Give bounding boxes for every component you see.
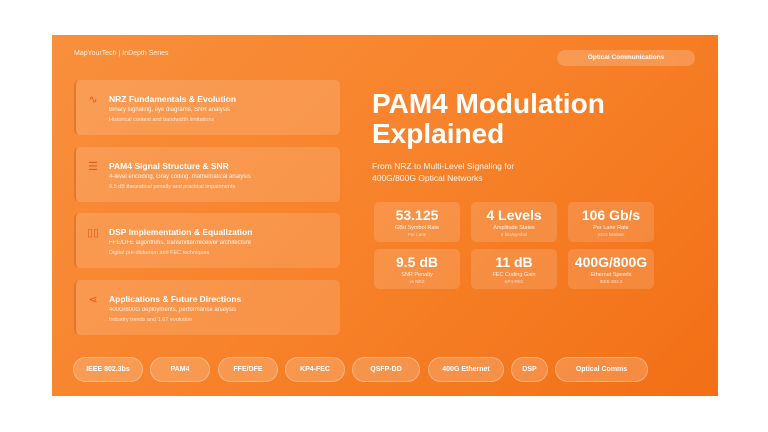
topic-card-dsp[interactable]: ▯▯ DSP Implementation & Equalization FFE… — [74, 213, 340, 268]
topic-card-applications[interactable]: ⋖ Applications & Future Directions 400G/… — [74, 280, 340, 335]
tag-ffe-dfe[interactable]: FFE/DFE — [218, 357, 278, 382]
tag-kp4-fec[interactable]: KP4-FEC — [285, 357, 345, 382]
stat-note: IEEE 802.3 — [599, 279, 623, 284]
chip-icon: ▯▯ — [86, 227, 100, 239]
stat-value: 400G/800G — [574, 254, 648, 270]
card-line2: Historical context and bandwidth limitat… — [109, 117, 215, 123]
subtitle-line-1: From NRZ to Multi-Level Signaling for — [372, 161, 515, 171]
tag-dsp[interactable]: DSP — [511, 357, 548, 382]
tag-qsfp-dd[interactable]: QSFP-DD — [352, 357, 420, 382]
card-line1: 400G/800G deployments, performance analy… — [109, 307, 237, 313]
card-line2: 9.5 dB theoretical penalty and practical… — [109, 184, 236, 190]
stat-label: SNR Penalty — [401, 272, 433, 278]
wave-icon: ∿ — [88, 94, 98, 106]
stat-note: vs NRZ — [409, 279, 425, 284]
stat-note: 53×2 bits/sec — [597, 232, 625, 237]
subtitle-line-2: 400G/800G Optical Networks — [372, 173, 483, 183]
stat-value: 11 dB — [495, 254, 533, 270]
card-line2: Digital pre-distortion and FEC technique… — [109, 250, 210, 256]
stat-label: FEC Coding Gain — [492, 272, 536, 278]
tag-ieee-802-3bs[interactable]: IEEE 802.3bs — [73, 357, 143, 382]
stat-note: KP4-FEC — [504, 279, 524, 284]
stat-note: Per Lane — [407, 232, 427, 237]
stat-note: 2 bits/symbol — [500, 232, 528, 237]
share-icon: ⋖ — [88, 294, 98, 306]
title-line-2: Explained — [372, 118, 505, 149]
tag-optical-comms[interactable]: Optical Comms — [555, 357, 648, 382]
card-title: PAM4 Signal Structure & SNR — [109, 161, 229, 171]
brand-label: MapYourTech | InDepth Series — [74, 50, 169, 57]
card-line1: FFE/DFE algorithms, transmitter/receiver… — [109, 240, 252, 246]
title-line-1: PAM4 Modulation — [372, 88, 605, 119]
subtitle: From NRZ to Multi-Level Signaling for 40… — [372, 160, 514, 184]
stat-value: 53.125 — [395, 207, 439, 223]
topic-card-nrz[interactable]: ∿ NRZ Fundamentals & Evolution Binary si… — [74, 80, 340, 135]
slide: MapYourTech | InDepth Series Optical Com… — [52, 35, 718, 396]
stat-label: Per Lane Rate — [593, 225, 629, 231]
card-title: Applications & Future Directions — [109, 294, 242, 304]
card-line2: Industry trends and 1.6T evolution — [109, 317, 193, 323]
tag-400g-ethernet[interactable]: 400G Ethernet — [428, 357, 504, 382]
page-title: PAM4 Modulation Explained — [372, 89, 605, 149]
topic-card-pam4[interactable]: ☰ PAM4 Signal Structure & SNR 4-level en… — [74, 147, 340, 202]
stat-value: 9.5 dB — [395, 254, 438, 270]
card-line1: 4-level encoding, Gray coding, mathemati… — [109, 174, 251, 180]
layers-icon: ☰ — [88, 161, 98, 173]
stat-value: 106 Gb/s — [581, 207, 641, 223]
card-title: NRZ Fundamentals & Evolution — [109, 94, 237, 104]
card-line1: Binary signaling, eye diagrams, SNR anal… — [109, 107, 231, 113]
stat-value: 4 Levels — [486, 207, 542, 223]
stat-label: Amplitude States — [493, 225, 535, 231]
stat-label: Ethernet Speeds — [590, 272, 632, 278]
category-badge: Optical Communications — [557, 50, 695, 66]
stat-label: GBd Symbol Rate — [394, 225, 440, 231]
tag-pam4[interactable]: PAM4 — [150, 357, 210, 382]
card-title: DSP Implementation & Equalization — [109, 227, 253, 237]
